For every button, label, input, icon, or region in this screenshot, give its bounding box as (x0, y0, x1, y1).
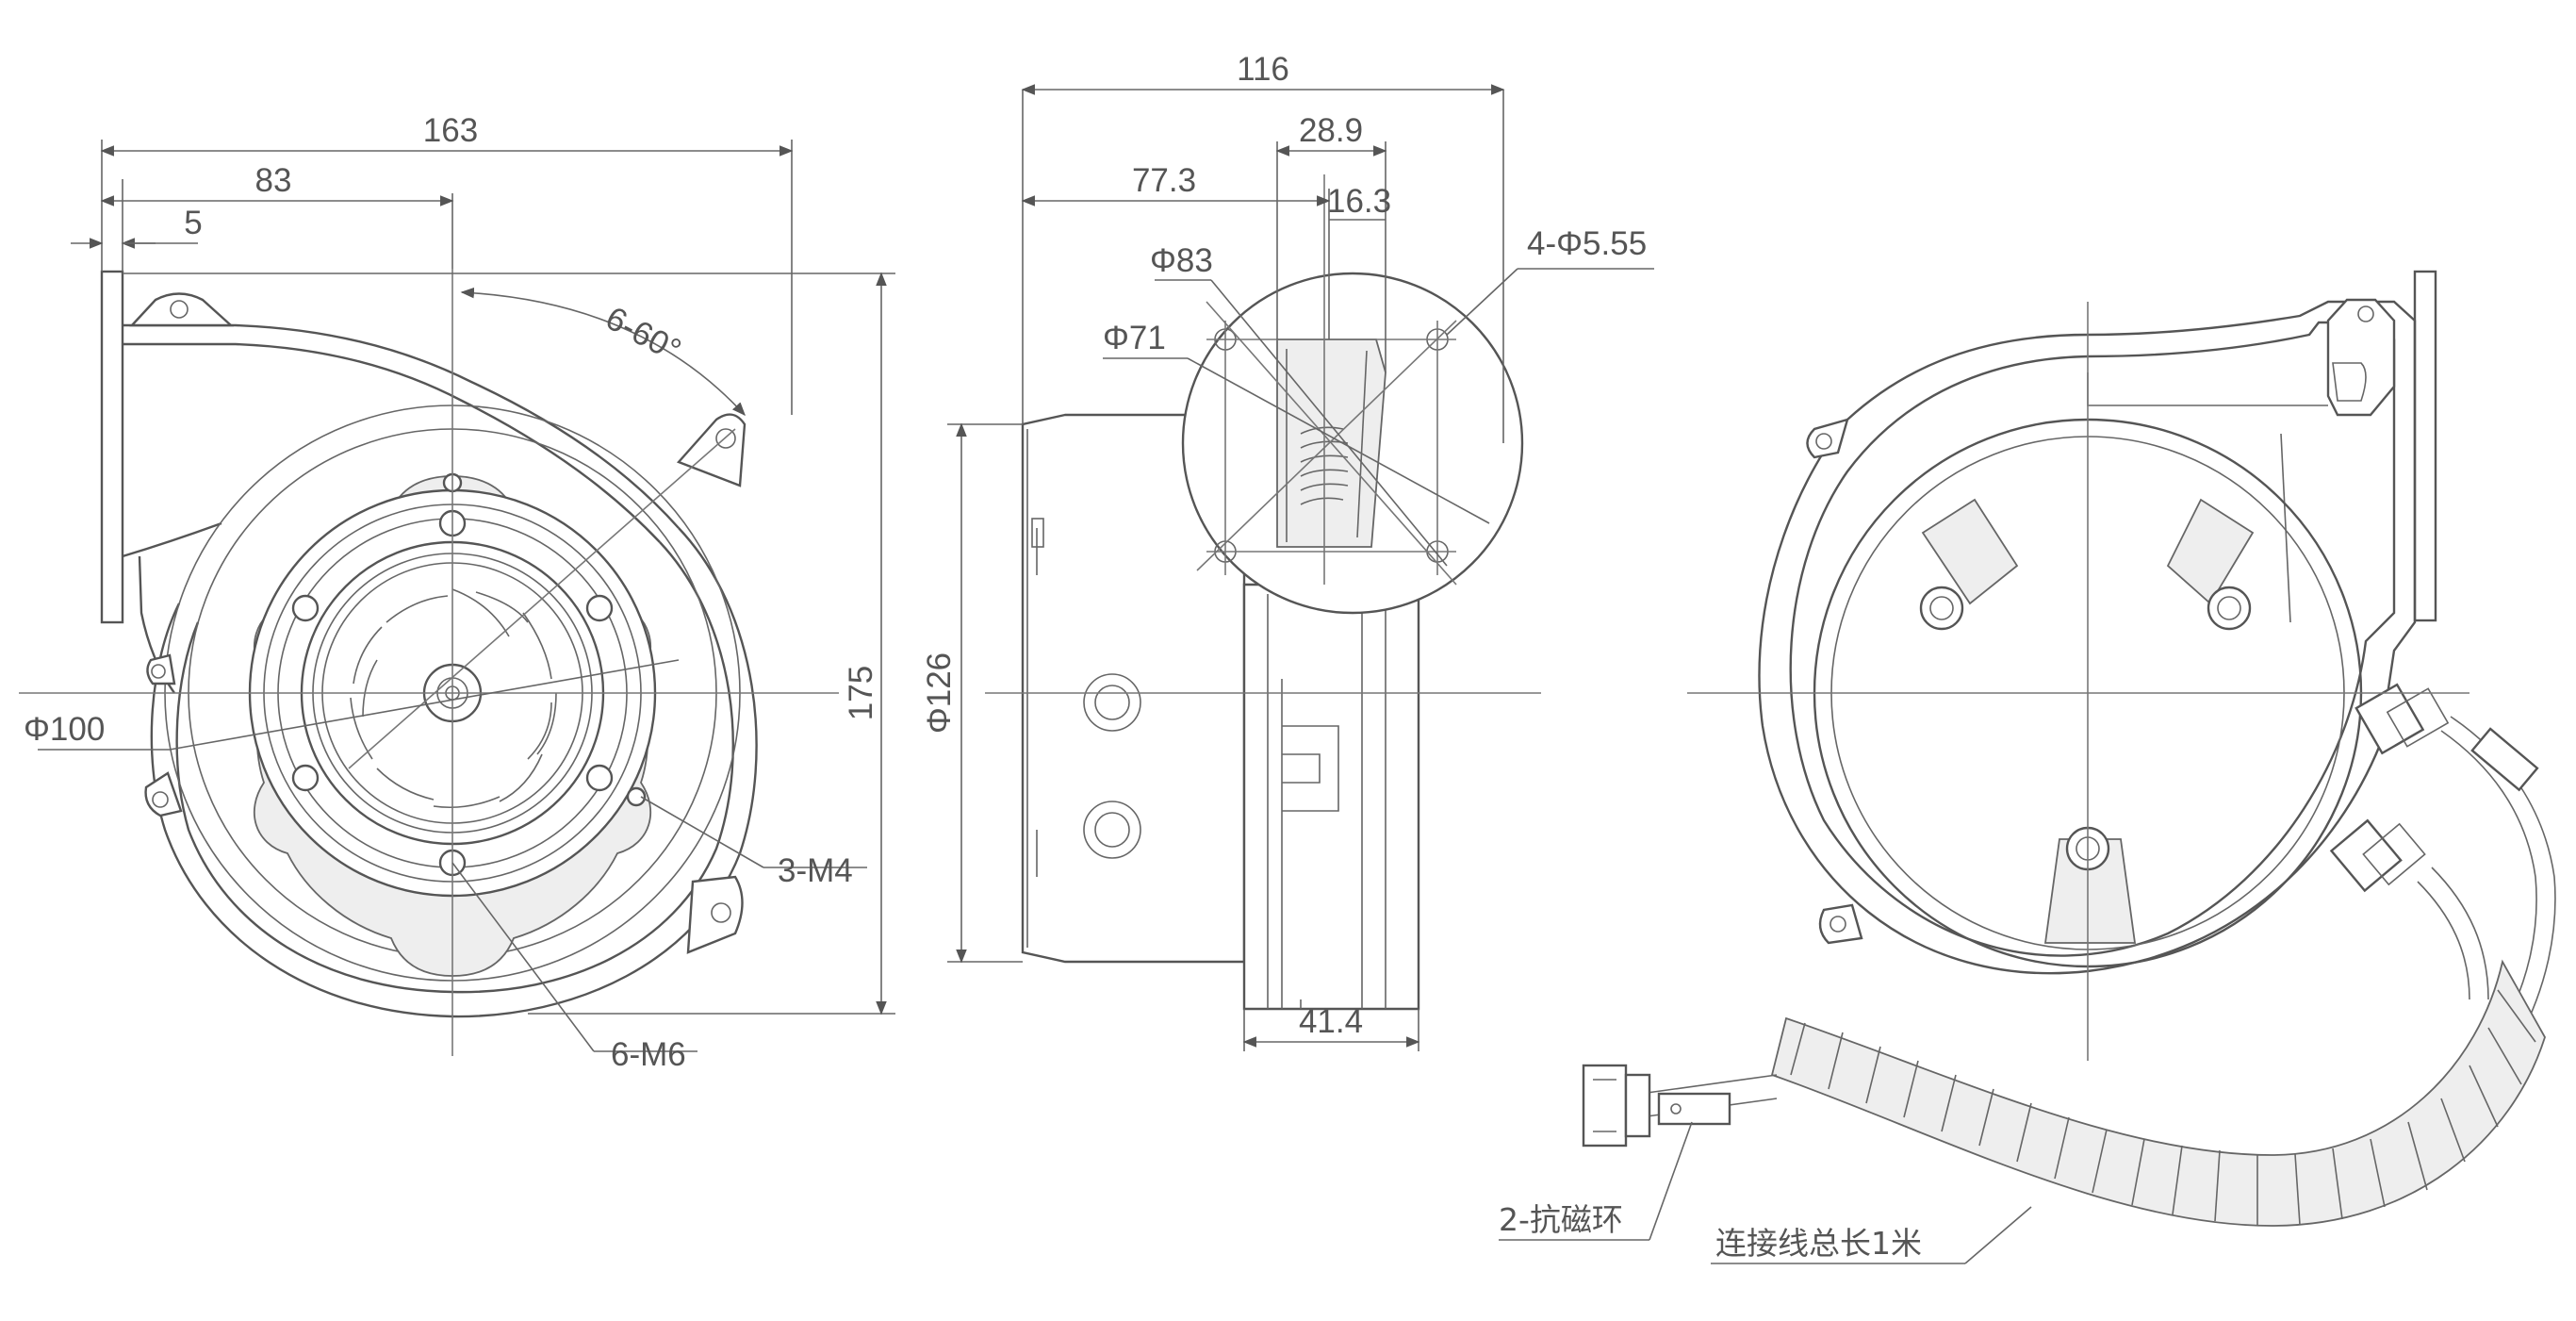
cable-gland-lower (2329, 818, 2426, 893)
dim-77-3: 77.3 (1132, 162, 1196, 199)
side-fins (1300, 426, 1349, 505)
cable-gland-upper (2354, 683, 2450, 755)
dim-16-3: 16.3 (1327, 183, 1391, 220)
sleeve-ribs (1790, 989, 2536, 1226)
dim-body-dia: Φ126 (921, 652, 958, 734)
label-3-m4: 3-M4 (778, 852, 853, 889)
rear-view: 2-抗磁环 连接线总长1米 (1499, 270, 2556, 1264)
side-view: 116 28.9 77.3 16.3 Φ83 Φ71 4-Φ5.55 Φ126 … (921, 51, 1654, 1051)
label-cable-length: 连接线总长1米 (1715, 1225, 1922, 1262)
label-ferrite: 2-抗磁环 (1499, 1201, 1623, 1238)
dim-116: 116 (1237, 51, 1289, 88)
label-6-m6: 6-M6 (611, 1036, 686, 1073)
dim-28-9: 28.9 (1299, 112, 1363, 149)
dim-inlet-dia: Φ100 (24, 711, 105, 748)
front-view: 163 83 5 175 6-60° Φ100 3-M4 6-M6 (19, 112, 895, 1073)
dim-pcd71: Φ71 (1103, 320, 1166, 356)
dim-5: 5 (184, 205, 202, 241)
dim-pcd83: Φ83 (1150, 242, 1213, 279)
impeller-blades (350, 588, 557, 809)
label-4-holes: 4-Φ5.55 (1527, 225, 1647, 262)
dim-83: 83 (255, 162, 292, 199)
dim-163: 163 (423, 112, 478, 149)
dim-41-4: 41.4 (1299, 1003, 1363, 1040)
dim-angle: 6-60° (599, 300, 687, 370)
dim-175: 175 (843, 666, 879, 720)
